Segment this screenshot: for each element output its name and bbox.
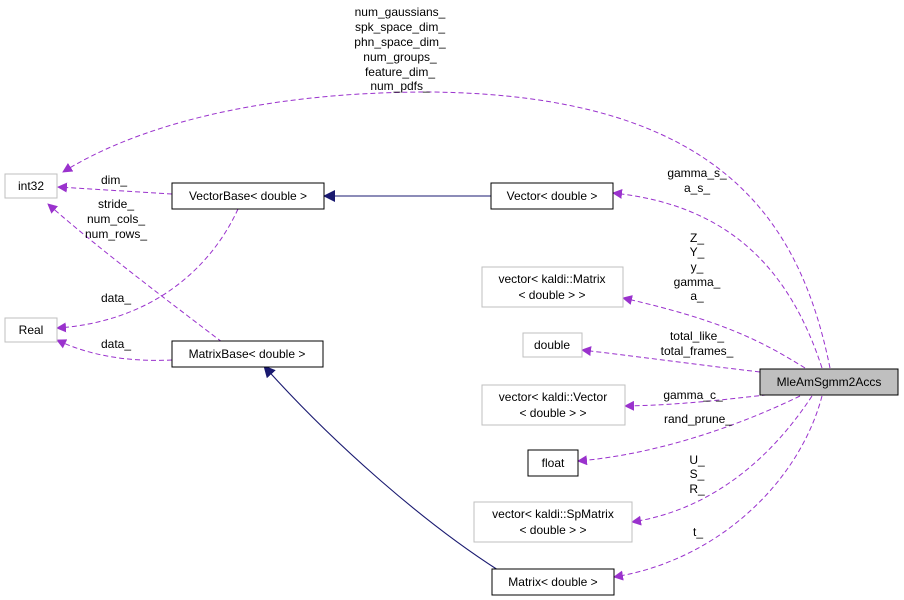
node-vector-double-label: Vector< double > [507, 189, 598, 203]
label-stride: stride_ [98, 197, 134, 211]
node-int32[interactable]: int32 [4, 173, 58, 199]
label-y-upper: Y_ [690, 245, 705, 259]
label-gamma-a-group: gamma_s_ a_s_ [667, 166, 727, 195]
edge-stride-to-int32 [47, 203, 223, 343]
node-vec-matrix-label-1: vector< kaldi::Matrix [498, 272, 605, 286]
label-num-pdfs: num_pdfs_ [370, 79, 430, 93]
edge-gamma-s-to-vector [612, 188, 823, 369]
edge-total-to-double [581, 346, 761, 373]
label-total-group: total_like_ total_frames_ [661, 329, 734, 358]
label-zy-group: Z_ Y_ y_ gamma_ a_ [674, 231, 721, 303]
edge-data-mat-to-real [56, 339, 173, 361]
label-feature-dim: feature_dim_ [365, 65, 435, 79]
label-num-gaussians: num_gaussians_ [355, 5, 446, 19]
edge-usr-to-vec-spmatrix [631, 395, 813, 526]
label-usr-group: U_ S_ R_ [689, 453, 705, 496]
node-float-label: float [542, 456, 565, 470]
label-a: a_ [690, 289, 704, 303]
node-matrixbase[interactable]: MatrixBase< double > [171, 340, 324, 368]
label-data-vec: data_ [101, 291, 131, 305]
node-matrixbase-label: MatrixBase< double > [189, 347, 306, 361]
label-top-group: num_gaussians_ spk_space_dim_ phn_space_… [354, 5, 446, 93]
node-matrix-double[interactable]: Matrix< double > [491, 568, 615, 596]
node-vec-spmatrix[interactable]: vector< kaldi::SpMatrix < double > > [473, 501, 633, 543]
node-real[interactable]: Real [4, 317, 58, 343]
node-vec-vector[interactable]: vector< kaldi::Vector < double > > [481, 384, 626, 426]
node-int32-label: int32 [18, 179, 44, 193]
edge-gamma-c-to-vec-vector [624, 393, 776, 411]
label-gamma-s: gamma_s_ [667, 166, 727, 180]
label-dim: dim_ [101, 173, 127, 187]
edge-t-to-matrix [613, 395, 823, 581]
label-gamma-c: gamma_c_ [663, 388, 723, 402]
label-t: t_ [693, 525, 703, 539]
label-r: R_ [689, 482, 705, 496]
label-gamma: gamma_ [674, 275, 721, 289]
node-vectorbase[interactable]: VectorBase< double > [171, 182, 325, 210]
node-focus-mleamsgmm2accs[interactable]: MleAmSgmm2Accs [759, 368, 899, 396]
node-float[interactable]: float [527, 449, 579, 477]
label-rand-prune: rand_prune_ [664, 412, 732, 426]
node-vectorbase-label: VectorBase< double > [189, 189, 307, 203]
label-num-groups: num_groups_ [363, 50, 437, 64]
node-vec-matrix[interactable]: vector< kaldi::Matrix < double > > [481, 266, 624, 308]
label-total-frames: total_frames_ [661, 344, 734, 358]
label-total-like: total_like_ [670, 329, 724, 343]
node-double[interactable]: double [522, 332, 583, 358]
label-y-lower: y_ [691, 260, 704, 274]
label-z: Z_ [690, 231, 704, 245]
node-vec-spmatrix-label-2: < double > > [519, 523, 586, 537]
label-num-rows: num_rows_ [85, 227, 147, 241]
edge-matrix-inherits-matrixbase [263, 365, 499, 571]
node-double-label: double [534, 338, 570, 352]
label-s: S_ [690, 467, 705, 481]
node-matrix-double-label: Matrix< double > [508, 575, 597, 589]
edge-top-to-int32 [62, 91, 831, 369]
node-vec-vector-label-1: vector< kaldi::Vector [499, 390, 607, 404]
label-stride-group: stride_ num_cols_ num_rows_ [85, 197, 147, 241]
label-spk-space-dim: spk_space_dim_ [355, 20, 445, 34]
node-vec-vector-label-2: < double > > [519, 406, 586, 420]
edge-zy-to-vec-matrix [622, 295, 806, 369]
label-data-mat: data_ [101, 337, 131, 351]
edge-data-vec-to-real [56, 208, 239, 333]
label-a-s: a_s_ [684, 181, 710, 195]
edge-dim-to-int32 [57, 182, 173, 195]
label-u: U_ [689, 453, 705, 467]
node-vec-spmatrix-label-1: vector< kaldi::SpMatrix [492, 507, 614, 521]
node-vector-double[interactable]: Vector< double > [490, 182, 614, 210]
node-focus-label: MleAmSgmm2Accs [777, 375, 882, 389]
label-num-cols: num_cols_ [87, 212, 145, 226]
node-vec-matrix-label-2: < double > > [518, 288, 585, 302]
label-phn-space-dim: phn_space_dim_ [354, 35, 446, 49]
node-real-label: Real [19, 323, 44, 337]
